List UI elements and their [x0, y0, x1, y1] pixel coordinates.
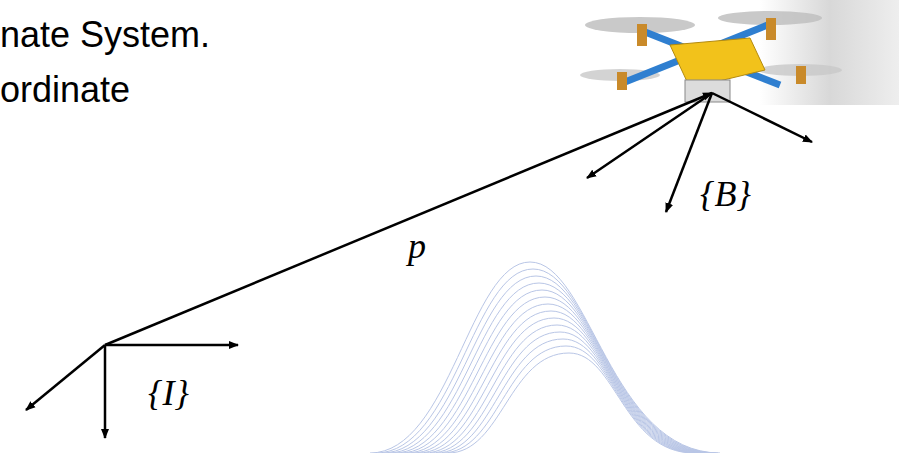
slide-text: nate System. [0, 17, 210, 53]
watermark-wave [424, 325, 702, 453]
watermark-wave [442, 346, 696, 453]
watermark-wave [388, 283, 714, 453]
frame-label: {B} [700, 176, 751, 212]
watermark-wave [418, 318, 704, 453]
drone-picture [580, 11, 842, 102]
watermark-wave [382, 276, 716, 453]
watermark-wave [430, 332, 700, 453]
frame-axes [26, 93, 812, 438]
watermark-wave [406, 304, 708, 453]
watermark-waves [370, 262, 720, 453]
watermark-wave [376, 269, 718, 453]
watermark-wave [436, 339, 698, 453]
watermark-wave [400, 297, 710, 453]
watermark-wave [370, 262, 720, 453]
frame-label: {I} [148, 375, 189, 411]
slide-text: ordinate [0, 72, 130, 108]
vector-label: p [408, 228, 426, 264]
watermark-wave [448, 353, 694, 453]
watermark-wave [394, 290, 712, 453]
watermark-wave [412, 311, 706, 453]
